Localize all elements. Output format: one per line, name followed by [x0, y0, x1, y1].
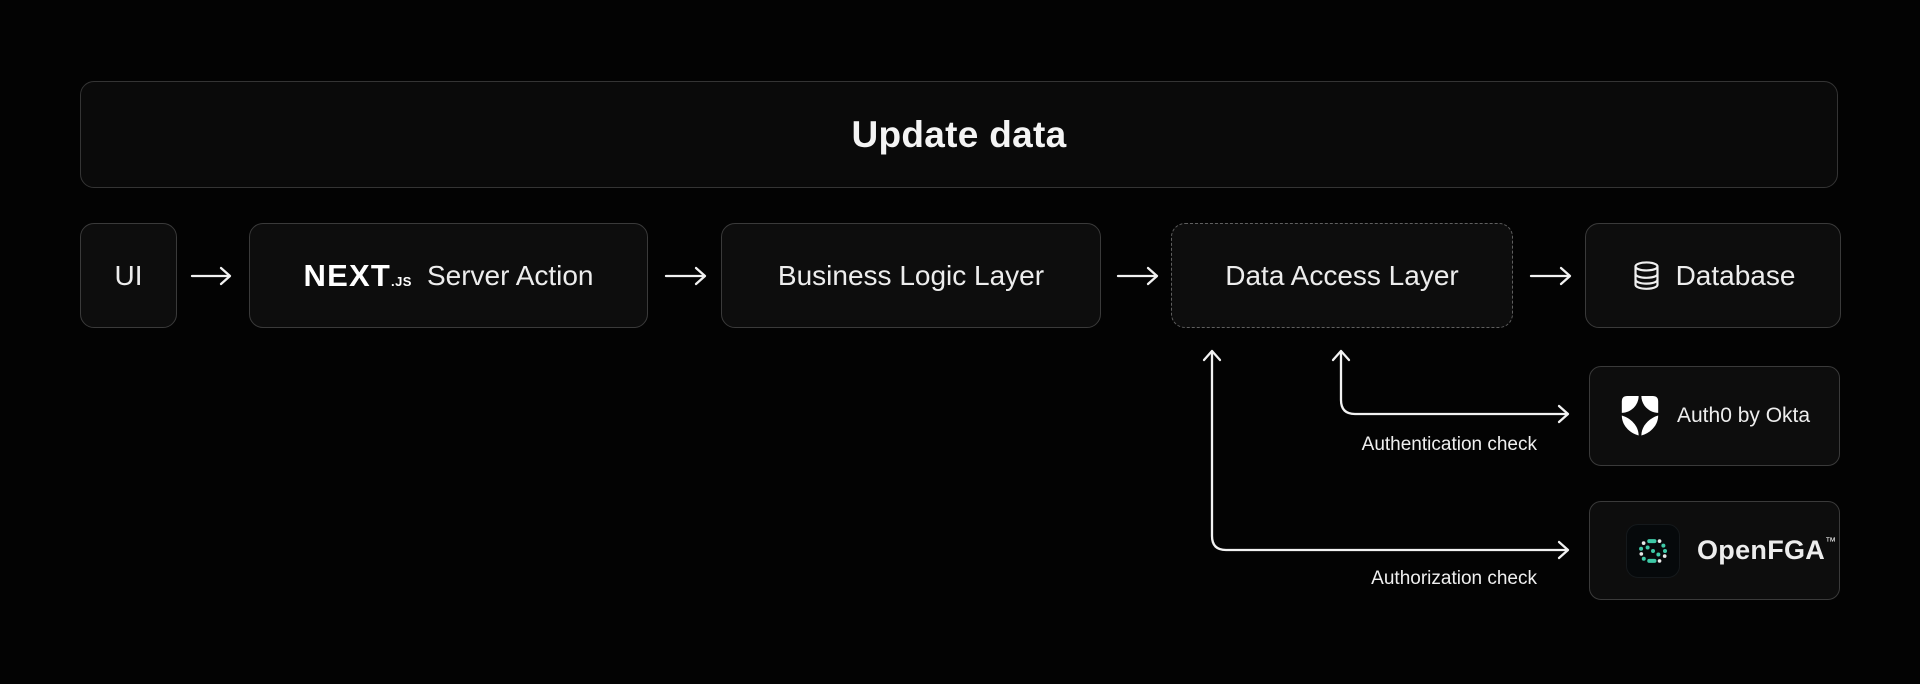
node-auth0: Auth0 by Okta — [1589, 366, 1840, 466]
authorization-check-label: Authorization check — [1371, 568, 1537, 589]
node-server-action-label: Server Action — [426, 259, 594, 291]
nextjs-wordmark: NEXT — [303, 257, 391, 293]
node-database: Database — [1585, 223, 1841, 328]
arrow-ui-to-server-action — [190, 266, 232, 286]
auth0-shield-icon — [1620, 394, 1660, 438]
authentication-check-label: Authentication check — [1361, 434, 1537, 455]
arrow-server-action-to-business-logic — [664, 266, 707, 286]
node-server-action: NEXT .JS Server Action — [249, 223, 648, 328]
node-openfga: OpenFGA™ — [1589, 501, 1840, 600]
node-ui: UI — [80, 223, 177, 328]
node-business-logic-layer: Business Logic Layer — [721, 223, 1101, 328]
openfga-wordmark: OpenFGA — [1697, 535, 1826, 565]
arrow-data-access-to-database — [1529, 266, 1572, 286]
database-cylinder-icon — [1631, 260, 1662, 291]
diagram-title: Update data — [851, 113, 1067, 155]
node-business-logic-label: Business Logic Layer — [777, 259, 1045, 291]
node-data-access-label: Data Access Layer — [1225, 259, 1459, 291]
openfga-trademark: ™ — [1825, 536, 1837, 548]
connector-authentication-check — [1331, 349, 1570, 424]
nextjs-logo: NEXT .JS — [303, 258, 412, 294]
openfga-dots-icon — [1626, 523, 1680, 578]
node-database-label: Database — [1675, 259, 1796, 291]
nextjs-wordmark-suffix: .JS — [390, 273, 412, 289]
node-ui-label: UI — [114, 259, 143, 291]
openfga-label: OpenFGA™ — [1697, 535, 1836, 566]
node-data-access-layer: Data Access Layer — [1171, 223, 1513, 328]
arrow-business-logic-to-data-access — [1116, 266, 1159, 286]
title-panel: Update data — [80, 81, 1838, 188]
auth0-label: Auth0 by Okta — [1677, 404, 1811, 427]
